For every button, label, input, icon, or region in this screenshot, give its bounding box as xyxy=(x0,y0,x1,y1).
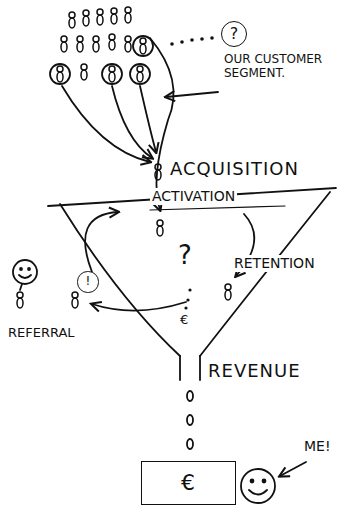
person-figure xyxy=(109,34,115,50)
funnel-label: ACQUISITION xyxy=(168,158,301,180)
person-figure xyxy=(97,9,103,25)
funnel-label: REFERRAL xyxy=(6,325,77,341)
person-figure xyxy=(57,66,63,82)
person-figure xyxy=(140,38,146,54)
person-figure xyxy=(109,66,115,82)
activation-line xyxy=(150,206,285,210)
funnel-label: RETENTION xyxy=(232,255,317,272)
speech-bubble: ! xyxy=(77,271,98,292)
funnel-wall xyxy=(200,192,330,356)
person-figure xyxy=(137,66,143,82)
funnel-label: ME! xyxy=(302,438,333,455)
person-figure xyxy=(157,220,163,236)
node-text: € xyxy=(181,471,195,495)
person-figure xyxy=(111,8,117,24)
money-bill: € xyxy=(141,461,236,505)
person-figure xyxy=(83,10,89,26)
person-figure xyxy=(69,12,75,28)
circled-person-rings xyxy=(50,36,153,84)
person-figure xyxy=(77,36,83,52)
person-figure xyxy=(81,64,87,80)
person-figure xyxy=(61,36,67,52)
node-text: ! xyxy=(86,275,91,288)
funnel-label: ? xyxy=(176,240,194,271)
drops xyxy=(187,391,193,449)
speech-bubble xyxy=(13,260,37,290)
person-figure xyxy=(125,7,131,23)
person-figure xyxy=(72,292,78,308)
funnel-wall xyxy=(60,204,180,356)
funnel-label: REVENUE xyxy=(206,360,303,382)
funnel-label: OUR CUSTOMER SEGMENT. xyxy=(222,52,354,81)
funnel-label: € xyxy=(178,312,190,328)
funnel-spout xyxy=(180,356,200,380)
person-figure xyxy=(155,164,161,180)
funnel-rim xyxy=(48,188,336,206)
person-figure xyxy=(93,36,99,52)
funnel-label: ACTIVATION xyxy=(150,188,237,205)
person-figure xyxy=(17,292,23,308)
smiley-face xyxy=(241,469,275,503)
person-figure xyxy=(125,36,131,52)
question-circle: ? xyxy=(221,21,247,47)
node-text: ? xyxy=(230,25,239,43)
person-figure xyxy=(225,284,231,300)
